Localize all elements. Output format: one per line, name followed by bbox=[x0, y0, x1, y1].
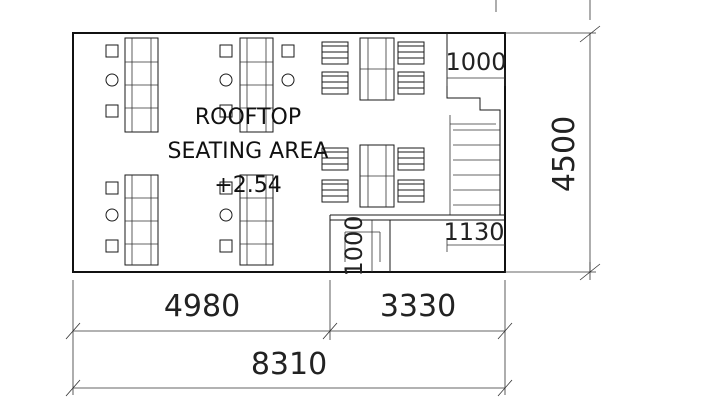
dim-landing: 1130 bbox=[443, 218, 505, 252]
dim-depth-text: 4500 bbox=[547, 116, 582, 192]
lower-partition bbox=[329, 214, 505, 272]
table-group-2 bbox=[219, 37, 295, 133]
dining-set-upper bbox=[321, 37, 425, 101]
table-group-1 bbox=[105, 37, 159, 133]
dim-width-total-text: 8310 bbox=[251, 347, 327, 382]
dim-width-left-text: 4980 bbox=[164, 289, 240, 324]
dim-depth: 4500 bbox=[505, 25, 601, 281]
area-title-line1: ROOFTOP bbox=[195, 105, 301, 130]
stair-block bbox=[446, 33, 501, 215]
dim-width-parts: 4980 3330 bbox=[65, 280, 513, 395]
area-title-line2: SEATING AREA bbox=[168, 139, 329, 164]
table-group-4 bbox=[219, 174, 274, 266]
dim-stair-width: 1000 bbox=[445, 48, 507, 86]
dining-set-lower bbox=[321, 144, 425, 208]
area-level: +2.54 bbox=[214, 173, 281, 198]
dim-width-right-text: 3330 bbox=[380, 289, 456, 324]
dim-width-total: 8310 bbox=[65, 347, 513, 397]
dim-stair-width-text: 1000 bbox=[445, 48, 506, 76]
dim-landing-text: 1130 bbox=[443, 218, 504, 246]
dim-small-room-text: 1000 bbox=[340, 215, 368, 276]
rooftop-outline bbox=[72, 32, 506, 273]
table-group-3 bbox=[105, 174, 159, 266]
dim-small-room: 1000 bbox=[340, 215, 373, 277]
